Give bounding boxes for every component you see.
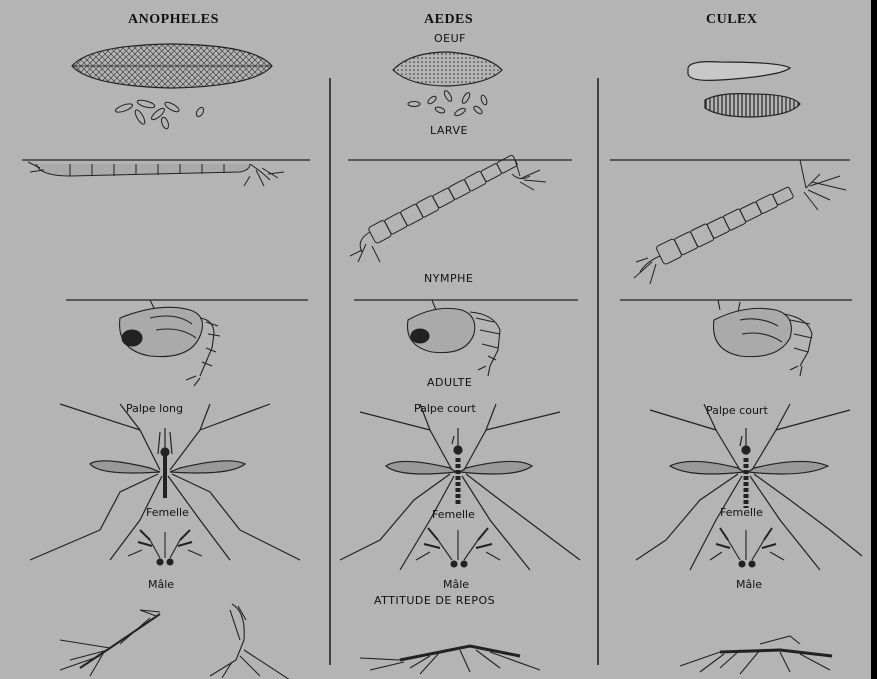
egg-aedes-cluster	[408, 90, 488, 118]
column-title-anopheles: ANOPHELES	[128, 12, 219, 28]
pupa-culex	[714, 300, 812, 376]
male-label-culex: Mâle	[736, 578, 762, 591]
male-label-aedes: Mâle	[443, 578, 469, 591]
pupa-anopheles	[120, 300, 220, 386]
female-label-anopheles: Femelle	[146, 506, 189, 519]
stage-label-pupa: NYMPHE	[424, 272, 473, 285]
larva-culex	[634, 160, 846, 284]
egg-anopheles	[72, 44, 272, 88]
adult-aedes	[340, 404, 580, 570]
stage-label-egg: OEUF	[434, 32, 466, 45]
stage-label-larva: LARVE	[430, 124, 468, 137]
male-head-anopheles	[128, 530, 202, 565]
palp-label-culex: Palpe court	[706, 404, 768, 417]
resting-culex	[680, 636, 832, 674]
larva-aedes	[350, 152, 546, 262]
palp-label-anopheles: Palpe long	[126, 402, 183, 415]
egg-aedes	[393, 52, 502, 86]
female-label-culex: Femelle	[720, 506, 763, 519]
palp-label-aedes: Palpe court	[414, 402, 476, 415]
stage-label-resting: ATTITUDE DE REPOS	[374, 594, 495, 607]
male-label-anopheles: Mâle	[148, 578, 174, 591]
pupa-aedes	[408, 300, 501, 376]
column-title-aedes: AEDES	[424, 12, 473, 28]
resting-aedes	[360, 646, 540, 674]
larva-anopheles	[28, 162, 284, 186]
female-label-aedes: Femelle	[432, 508, 475, 521]
egg-anopheles-cluster	[115, 99, 206, 130]
male-head-aedes	[416, 528, 500, 567]
column-title-culex: CULEX	[706, 12, 758, 28]
resting-anopheles	[60, 604, 290, 679]
male-head-culex	[710, 528, 784, 567]
stage-label-adult: ADULTE	[427, 376, 472, 389]
adult-culex	[636, 404, 862, 570]
egg-culex	[688, 62, 800, 117]
